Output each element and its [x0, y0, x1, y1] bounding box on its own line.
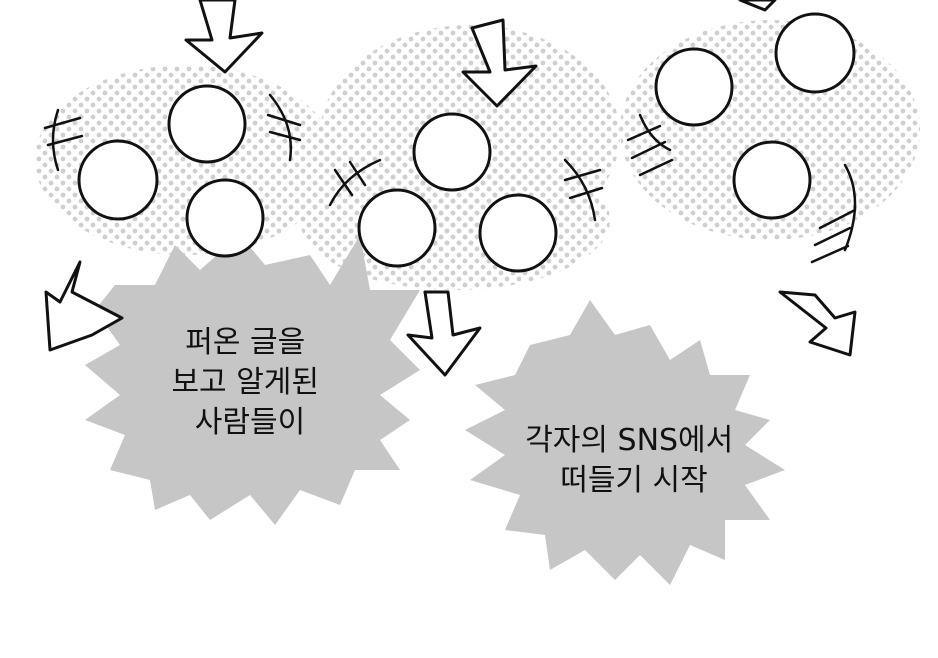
- person-circle-icon: [412, 112, 492, 192]
- speed-line-icon: [638, 158, 674, 177]
- person-circle-icon: [774, 12, 856, 94]
- left-caption-line: 보고 알게된: [171, 365, 319, 400]
- speed-line-icon: [348, 160, 367, 187]
- down-arrow-icon: [184, 0, 264, 74]
- left-burst-bubble-icon: [85, 235, 420, 525]
- down-arrow-icon: [738, 0, 777, 12]
- person-circle-icon: [654, 47, 734, 127]
- speed-line-icon: [563, 158, 597, 222]
- speed-line-icon: [626, 124, 662, 142]
- speed-line-icon: [328, 158, 382, 207]
- speed-line-icon: [813, 226, 852, 247]
- speed-line-icon: [266, 113, 302, 127]
- person-circles: [77, 12, 856, 273]
- person-circle-icon: [357, 188, 437, 268]
- down-arrow-icon: [778, 290, 857, 357]
- speed-lines: [43, 93, 857, 264]
- person-circle-icon: [167, 84, 247, 164]
- speed-line-icon: [843, 163, 857, 252]
- person-circle-icon: [732, 140, 812, 220]
- speed-line-icon: [333, 168, 354, 197]
- person-circle-icon: [478, 193, 558, 273]
- down-arrow-icon: [406, 290, 482, 377]
- speed-line-icon: [563, 168, 602, 182]
- right-caption-line: 각자의 SNS에서: [525, 423, 733, 458]
- right-burst-bubble-icon: [465, 300, 785, 585]
- speed-line-icon: [630, 140, 667, 160]
- speed-line-icon: [568, 186, 604, 200]
- speed-line-icon: [46, 134, 84, 147]
- left-caption: 퍼온 글을 보고 알게된 사람들이: [171, 325, 328, 440]
- speed-line-icon: [268, 130, 302, 142]
- speed-line-icon: [638, 113, 672, 152]
- down-arrow-icon: [461, 18, 538, 108]
- speed-line-icon: [268, 93, 292, 162]
- left-caption-line: 퍼온 글을: [185, 325, 305, 360]
- left-caption-line: 사람들이: [195, 405, 305, 440]
- speed-line-icon: [810, 244, 850, 264]
- right-caption: 각자의 SNS에서 떠들기 시작: [525, 423, 743, 498]
- speed-line-icon: [51, 108, 60, 172]
- person-circle-icon: [185, 178, 265, 258]
- speed-line-icon: [43, 116, 82, 130]
- arrows: [44, 0, 857, 377]
- speed-line-icon: [818, 208, 857, 230]
- right-caption-line: 떠들기 시작: [560, 463, 708, 498]
- person-circle-icon: [77, 139, 159, 221]
- down-arrow-icon: [44, 260, 124, 352]
